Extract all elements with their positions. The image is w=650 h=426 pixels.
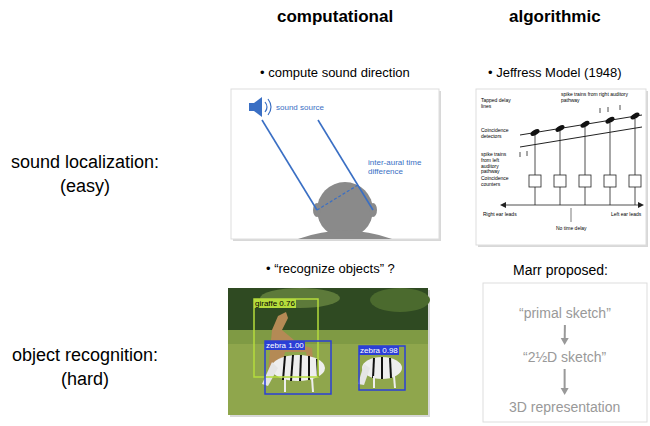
- wire: [560, 131, 561, 175]
- stage-node: “primal sketch”: [515, 303, 615, 323]
- detection-box: [359, 346, 405, 390]
- figure-label: Right ear leads: [482, 212, 518, 218]
- arrow-shaft: [564, 369, 566, 389]
- bullet-text: • compute sound direction: [260, 66, 410, 81]
- leg: [373, 376, 375, 388]
- shoulders: [298, 231, 392, 240]
- sound-path: [262, 120, 317, 210]
- counter-box: [579, 175, 591, 187]
- flow-arrow: [561, 369, 569, 395]
- wire: [635, 119, 636, 175]
- section-note: Marr proposed:: [513, 262, 608, 278]
- stage-text: 3D representation: [509, 399, 620, 415]
- stage-text: “primal sketch”: [519, 305, 611, 321]
- axis-tick: [571, 208, 572, 222]
- spike: [527, 151, 528, 156]
- zebra-figure: [358, 364, 370, 385]
- wire: [610, 123, 611, 175]
- photo-trees: [370, 288, 430, 312]
- stripe: [390, 358, 391, 378]
- stripe: [381, 357, 383, 379]
- detection-label: giraffe 0.76: [254, 299, 296, 308]
- detection-box: [254, 299, 318, 377]
- wire: [560, 187, 561, 205]
- spike: [600, 108, 601, 113]
- column-heading: algorithmic: [509, 7, 601, 27]
- figure-label: spike trains from right auditory pathway: [560, 92, 644, 104]
- bullet-text: • Jeffress Model (1948): [488, 66, 622, 81]
- wire: [535, 135, 536, 175]
- stage-node: “2½D sketch”: [519, 347, 610, 367]
- figure-label: spike trains from left auditory pathway: [480, 152, 518, 175]
- figure-label: No time delay: [555, 226, 588, 232]
- figure-label: Tapped delay lines: [480, 98, 522, 110]
- figure-label: Left ear leads: [610, 212, 642, 218]
- leg: [394, 376, 395, 388]
- marr-panel: [483, 283, 647, 422]
- axis-line: [504, 205, 640, 206]
- figure-label: Coincidence counters: [480, 176, 520, 188]
- detector-wires: [535, 119, 635, 205]
- stripe: [373, 358, 374, 378]
- arrowhead: [561, 388, 569, 395]
- row-heading: (easy): [60, 176, 110, 197]
- figure-label: sound source: [276, 103, 324, 112]
- path-difference: [317, 185, 358, 210]
- counter-box: [529, 175, 541, 187]
- row-heading: (hard): [61, 369, 109, 390]
- sound-wave: [268, 99, 271, 115]
- illustration-panel: [231, 89, 439, 239]
- photo-grass: [228, 330, 428, 344]
- speaker-icon: [254, 97, 262, 117]
- leg: [284, 378, 286, 392]
- delay-line: [520, 127, 642, 147]
- row-heading: sound localization:: [11, 152, 159, 173]
- row-heading: object recognition:: [12, 345, 158, 366]
- axis-arrowhead: [638, 202, 644, 208]
- detection-box: [265, 341, 331, 394]
- illustration-panel: [476, 89, 646, 245]
- detection-label: zebra 1.00: [265, 341, 305, 350]
- arrowhead: [561, 338, 569, 345]
- wire: [635, 187, 636, 205]
- zebra-legs: [285, 378, 313, 392]
- bullet-text: • “recognize objects” ?: [266, 262, 395, 277]
- counter-box: [604, 175, 616, 187]
- spike: [520, 152, 521, 157]
- spike: [608, 107, 609, 112]
- coincidence-counters: [529, 175, 641, 187]
- arrow-shaft: [564, 325, 566, 339]
- zebra-legs: [374, 376, 395, 388]
- spike-train: [520, 105, 620, 157]
- zebra-stripes: [373, 357, 391, 379]
- sound-wave: [265, 102, 267, 112]
- axis-arrowhead: [500, 202, 506, 208]
- counter-box: [554, 175, 566, 187]
- sound-path: [318, 120, 373, 210]
- flow-arrow: [561, 325, 569, 345]
- wire: [610, 187, 611, 205]
- wire: [585, 187, 586, 205]
- spike: [620, 105, 621, 110]
- wire: [585, 127, 586, 175]
- stage-text: “2½D sketch”: [523, 349, 606, 365]
- leg: [312, 378, 313, 392]
- stage-node: 3D representation: [505, 397, 624, 417]
- speaker-icon: [249, 103, 254, 111]
- counter-box: [629, 175, 641, 187]
- head-silhouette: [317, 182, 373, 238]
- column-heading: computational: [277, 7, 393, 27]
- figure-label: inter-aural time difference: [368, 158, 438, 176]
- figure-label: Coincidence detectors: [480, 128, 520, 140]
- wire: [535, 187, 536, 205]
- detection-label: zebra 0.98: [359, 346, 399, 355]
